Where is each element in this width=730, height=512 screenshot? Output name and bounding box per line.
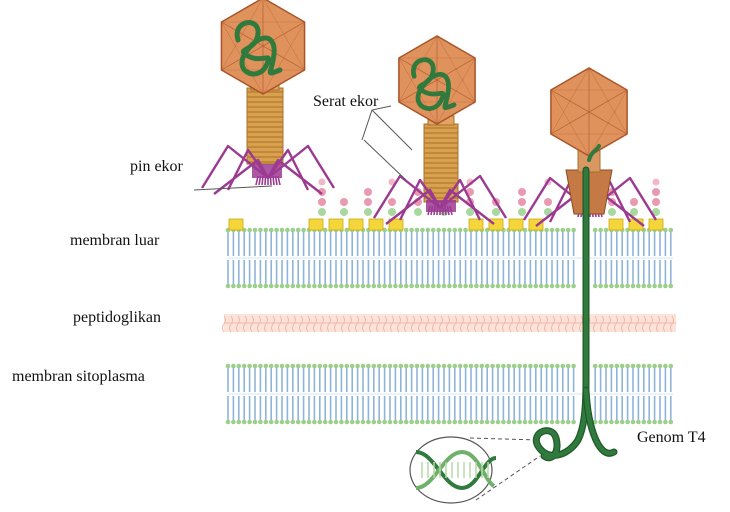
- pointer-fibers-c: [372, 110, 412, 150]
- inset-pointer-top: [470, 438, 538, 440]
- peptidoglycan-mesh: [223, 314, 677, 332]
- dna-inset: [410, 437, 540, 503]
- peptidoglycan-layer: [223, 314, 677, 332]
- label-cytoplasmic-membrane: membran sitoplasma: [12, 368, 145, 386]
- cytoplasmic-membrane: [226, 364, 673, 425]
- label-peptidoglycan: peptidoglikan: [73, 309, 161, 327]
- phage-2: [374, 36, 506, 224]
- label-outer-membrane: membran luar: [70, 232, 159, 250]
- label-tail-pins: pin ekor: [130, 158, 183, 176]
- pointer-fibers-a: [362, 106, 391, 140]
- label-tail-fibers: Serat ekor: [313, 93, 378, 111]
- outer-membrane: [226, 228, 673, 289]
- pointer-pins: [194, 186, 272, 190]
- pointer-fibers-b: [364, 140, 406, 180]
- label-genome: Genom T4: [637, 429, 706, 447]
